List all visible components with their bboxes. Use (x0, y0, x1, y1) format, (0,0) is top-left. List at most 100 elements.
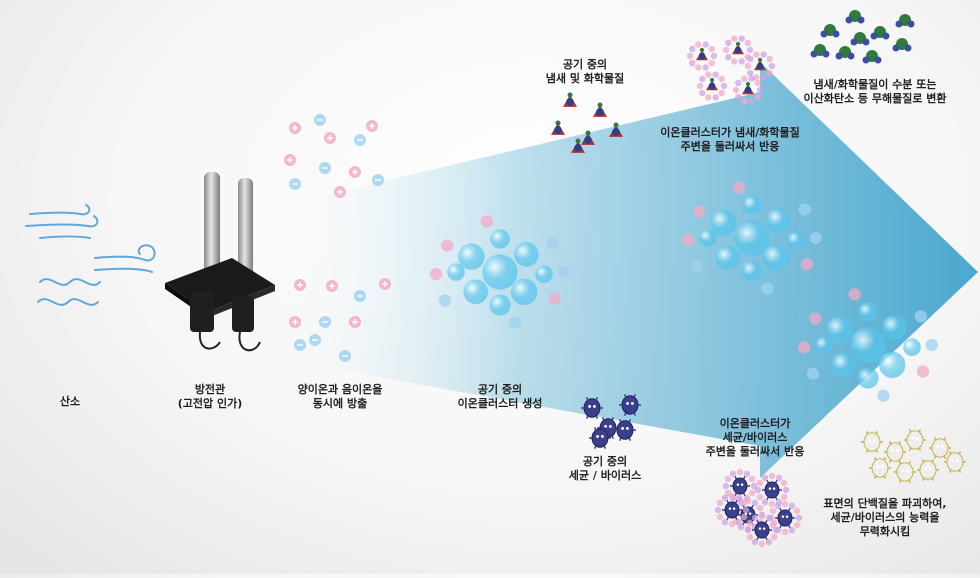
ion-dot (780, 479, 788, 487)
ion-dot (770, 533, 778, 541)
ion-dot (735, 79, 742, 87)
ion-dot (708, 59, 715, 67)
ion-dot (756, 86, 764, 94)
bacteria-icon (581, 397, 603, 419)
ion-dot (710, 52, 718, 60)
ion-dot (716, 513, 724, 521)
label-bacteria-in-air: 공기 중의 세균 / 바이러스 (545, 455, 665, 483)
bacteria-icon (589, 427, 611, 449)
ion-dot (738, 58, 745, 65)
ion-dot (780, 493, 788, 501)
positive-ion-icon (334, 186, 346, 198)
ion-dot (689, 59, 696, 67)
label-line: 이산화탄소 등 무해물질로 변환 (803, 92, 947, 105)
ion-dot (761, 474, 769, 482)
ion-dot (781, 528, 789, 536)
ion-dot (695, 64, 702, 71)
label-line: 양이온과 음이온을 (297, 383, 383, 396)
ion-dot (702, 64, 709, 71)
ion-dot (696, 82, 704, 90)
ion-dot (718, 89, 725, 97)
ion-dot (744, 526, 752, 534)
ion-dot (747, 55, 754, 63)
negative-ion-icon (354, 134, 366, 146)
bacteria-icon (929, 437, 951, 459)
negative-ion-icon (319, 316, 331, 328)
label-oxygen-text: 산소 (59, 395, 81, 408)
ion-dot (769, 507, 777, 515)
ion-dot (721, 518, 729, 526)
ion-dot (736, 468, 744, 476)
harmless-molecule-icon (845, 10, 865, 24)
label-line: 공기 중의 (477, 383, 523, 396)
ion-dot (716, 499, 724, 507)
positive-ion-icon (349, 166, 361, 178)
ion-dot (751, 514, 759, 522)
ion-dot (746, 519, 754, 527)
ion-dot (714, 506, 722, 514)
ion-dot (721, 494, 729, 502)
bacteria-icon (752, 520, 772, 540)
ion-dot (725, 39, 732, 47)
label-ion-emission: 양이온과 음이온을 동시에 방출 (270, 383, 410, 411)
bacteria-icon (869, 457, 891, 479)
positive-ion-icon (366, 120, 378, 132)
ion-dot (765, 538, 773, 546)
label-line: 방전관 (194, 383, 226, 396)
ion-dot (737, 523, 745, 531)
ion-dot (748, 98, 755, 105)
ion-dot (735, 518, 743, 526)
ion-dot (756, 479, 764, 487)
label-line: 세균/바이러스 (722, 431, 788, 444)
label-cluster-surround-odor: 이온클러스터가 냄새/화학물질 주변을 둘러싸서 반응 (630, 126, 830, 154)
label-line: 이온클러스터가 냄새/화학물질 (660, 126, 800, 139)
odor-molecule-icon (732, 41, 744, 55)
ion-dot (772, 526, 780, 534)
ion-cluster-icon (430, 215, 570, 329)
ion-dot (793, 521, 801, 529)
positive-ion-icon (324, 132, 336, 144)
bacteria-icon (619, 394, 641, 416)
ion-dot (735, 494, 743, 502)
negative-ion-icon (354, 290, 366, 302)
ion-dot (751, 499, 759, 507)
ion-dot (725, 53, 732, 61)
ion-dot (760, 51, 767, 58)
bacteria-icon (730, 476, 750, 496)
label-odor-converted: 냄새/화학물질이 수분 또는 이산화탄소 등 무해물질로 변환 (780, 78, 970, 106)
label-cluster-surround-bacteria: 이온클러스터가 세균/바이러스 주변을 둘러싸서 반응 (680, 417, 830, 459)
ion-dot (732, 86, 740, 94)
odor-molecule-icon (742, 81, 754, 95)
bacteria-icon (762, 480, 782, 500)
label-line: 무력화시킴 (859, 525, 911, 538)
ion-dot (695, 41, 702, 48)
label-line: 주변을 둘러싸서 반응 (680, 140, 780, 153)
ion-dot (761, 498, 769, 506)
odor-molecule-icon (581, 130, 595, 145)
negative-ion-icon (294, 339, 306, 351)
bacteria-icon (894, 461, 916, 483)
flow-arrow (262, 62, 978, 478)
label-line: 세균 / 바이러스 (568, 469, 642, 482)
ion-dot (699, 89, 706, 97)
ion-dot (712, 94, 719, 101)
ion-dot (781, 500, 789, 508)
ion-dot (774, 502, 782, 510)
bacteria-icon (884, 441, 906, 463)
label-line: 이온클러스터 생성 (457, 397, 543, 410)
ion-dot (742, 506, 750, 514)
harmless-molecule-icon (892, 38, 912, 52)
label-oxygen: 산소 (40, 395, 100, 409)
ion-dot (758, 540, 766, 548)
ion-dot (782, 486, 790, 494)
ion-dot (770, 519, 778, 527)
ion-dot (775, 474, 783, 482)
odor-molecule-icon (571, 138, 585, 153)
harmless-molecule-icon (810, 44, 830, 58)
bacteria-icon (614, 419, 636, 441)
odor-molecule-icon (696, 47, 708, 61)
positive-ion-icon (289, 122, 301, 134)
ion-dot (744, 39, 751, 47)
negative-ion-icon (309, 334, 321, 346)
ion-dot (748, 75, 755, 82)
